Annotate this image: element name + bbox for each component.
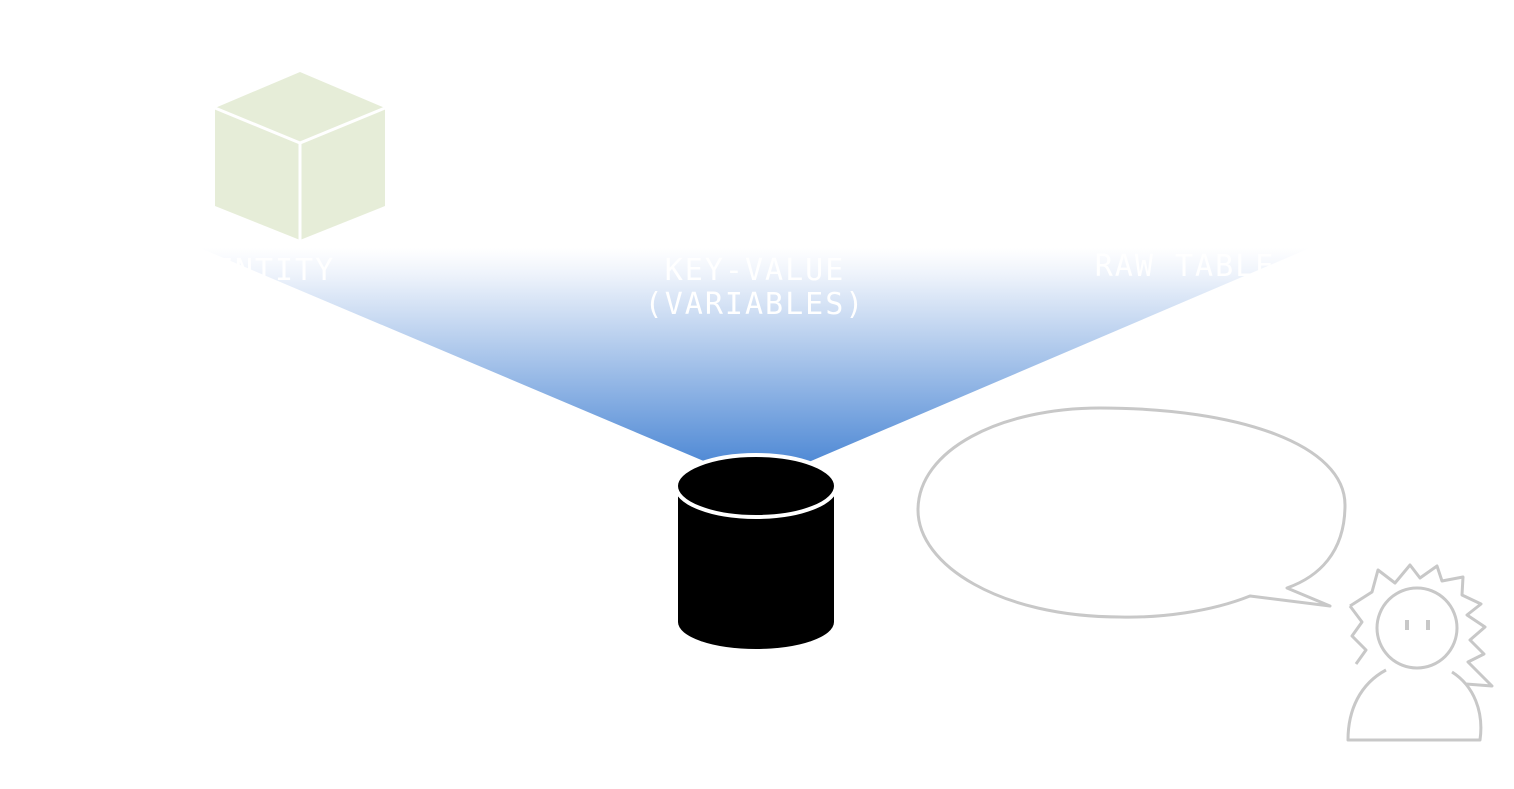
speech-line-2: UNTIL I NEED: [1015, 467, 1245, 502]
raw-table-label: RAW TABLE: [1094, 250, 1276, 284]
speech-line-1: WHICH IS FINE,: [996, 427, 1264, 462]
speech-line-3: TO DEPLOY TO: [1015, 507, 1245, 542]
key-value-label-line1: KEY-VALUE: [664, 253, 846, 288]
speech-line-4: PROD.: [1082, 547, 1178, 582]
person-icon: [1346, 563, 1494, 742]
key-value-label-line2: (VARIABLES): [644, 287, 866, 322]
key-value-label: KEY-VALUE (VARIABLES): [580, 254, 930, 322]
speech-bubble-text: WHICH IS FINE, UNTIL I NEED TO DEPLOY TO…: [935, 425, 1325, 585]
database-icon: [674, 453, 838, 649]
speech-bubble: [916, 406, 1347, 619]
cube-icon: [214, 72, 386, 240]
projection-beam: [200, 248, 1310, 470]
entity-label: ENTITY: [214, 253, 336, 288]
